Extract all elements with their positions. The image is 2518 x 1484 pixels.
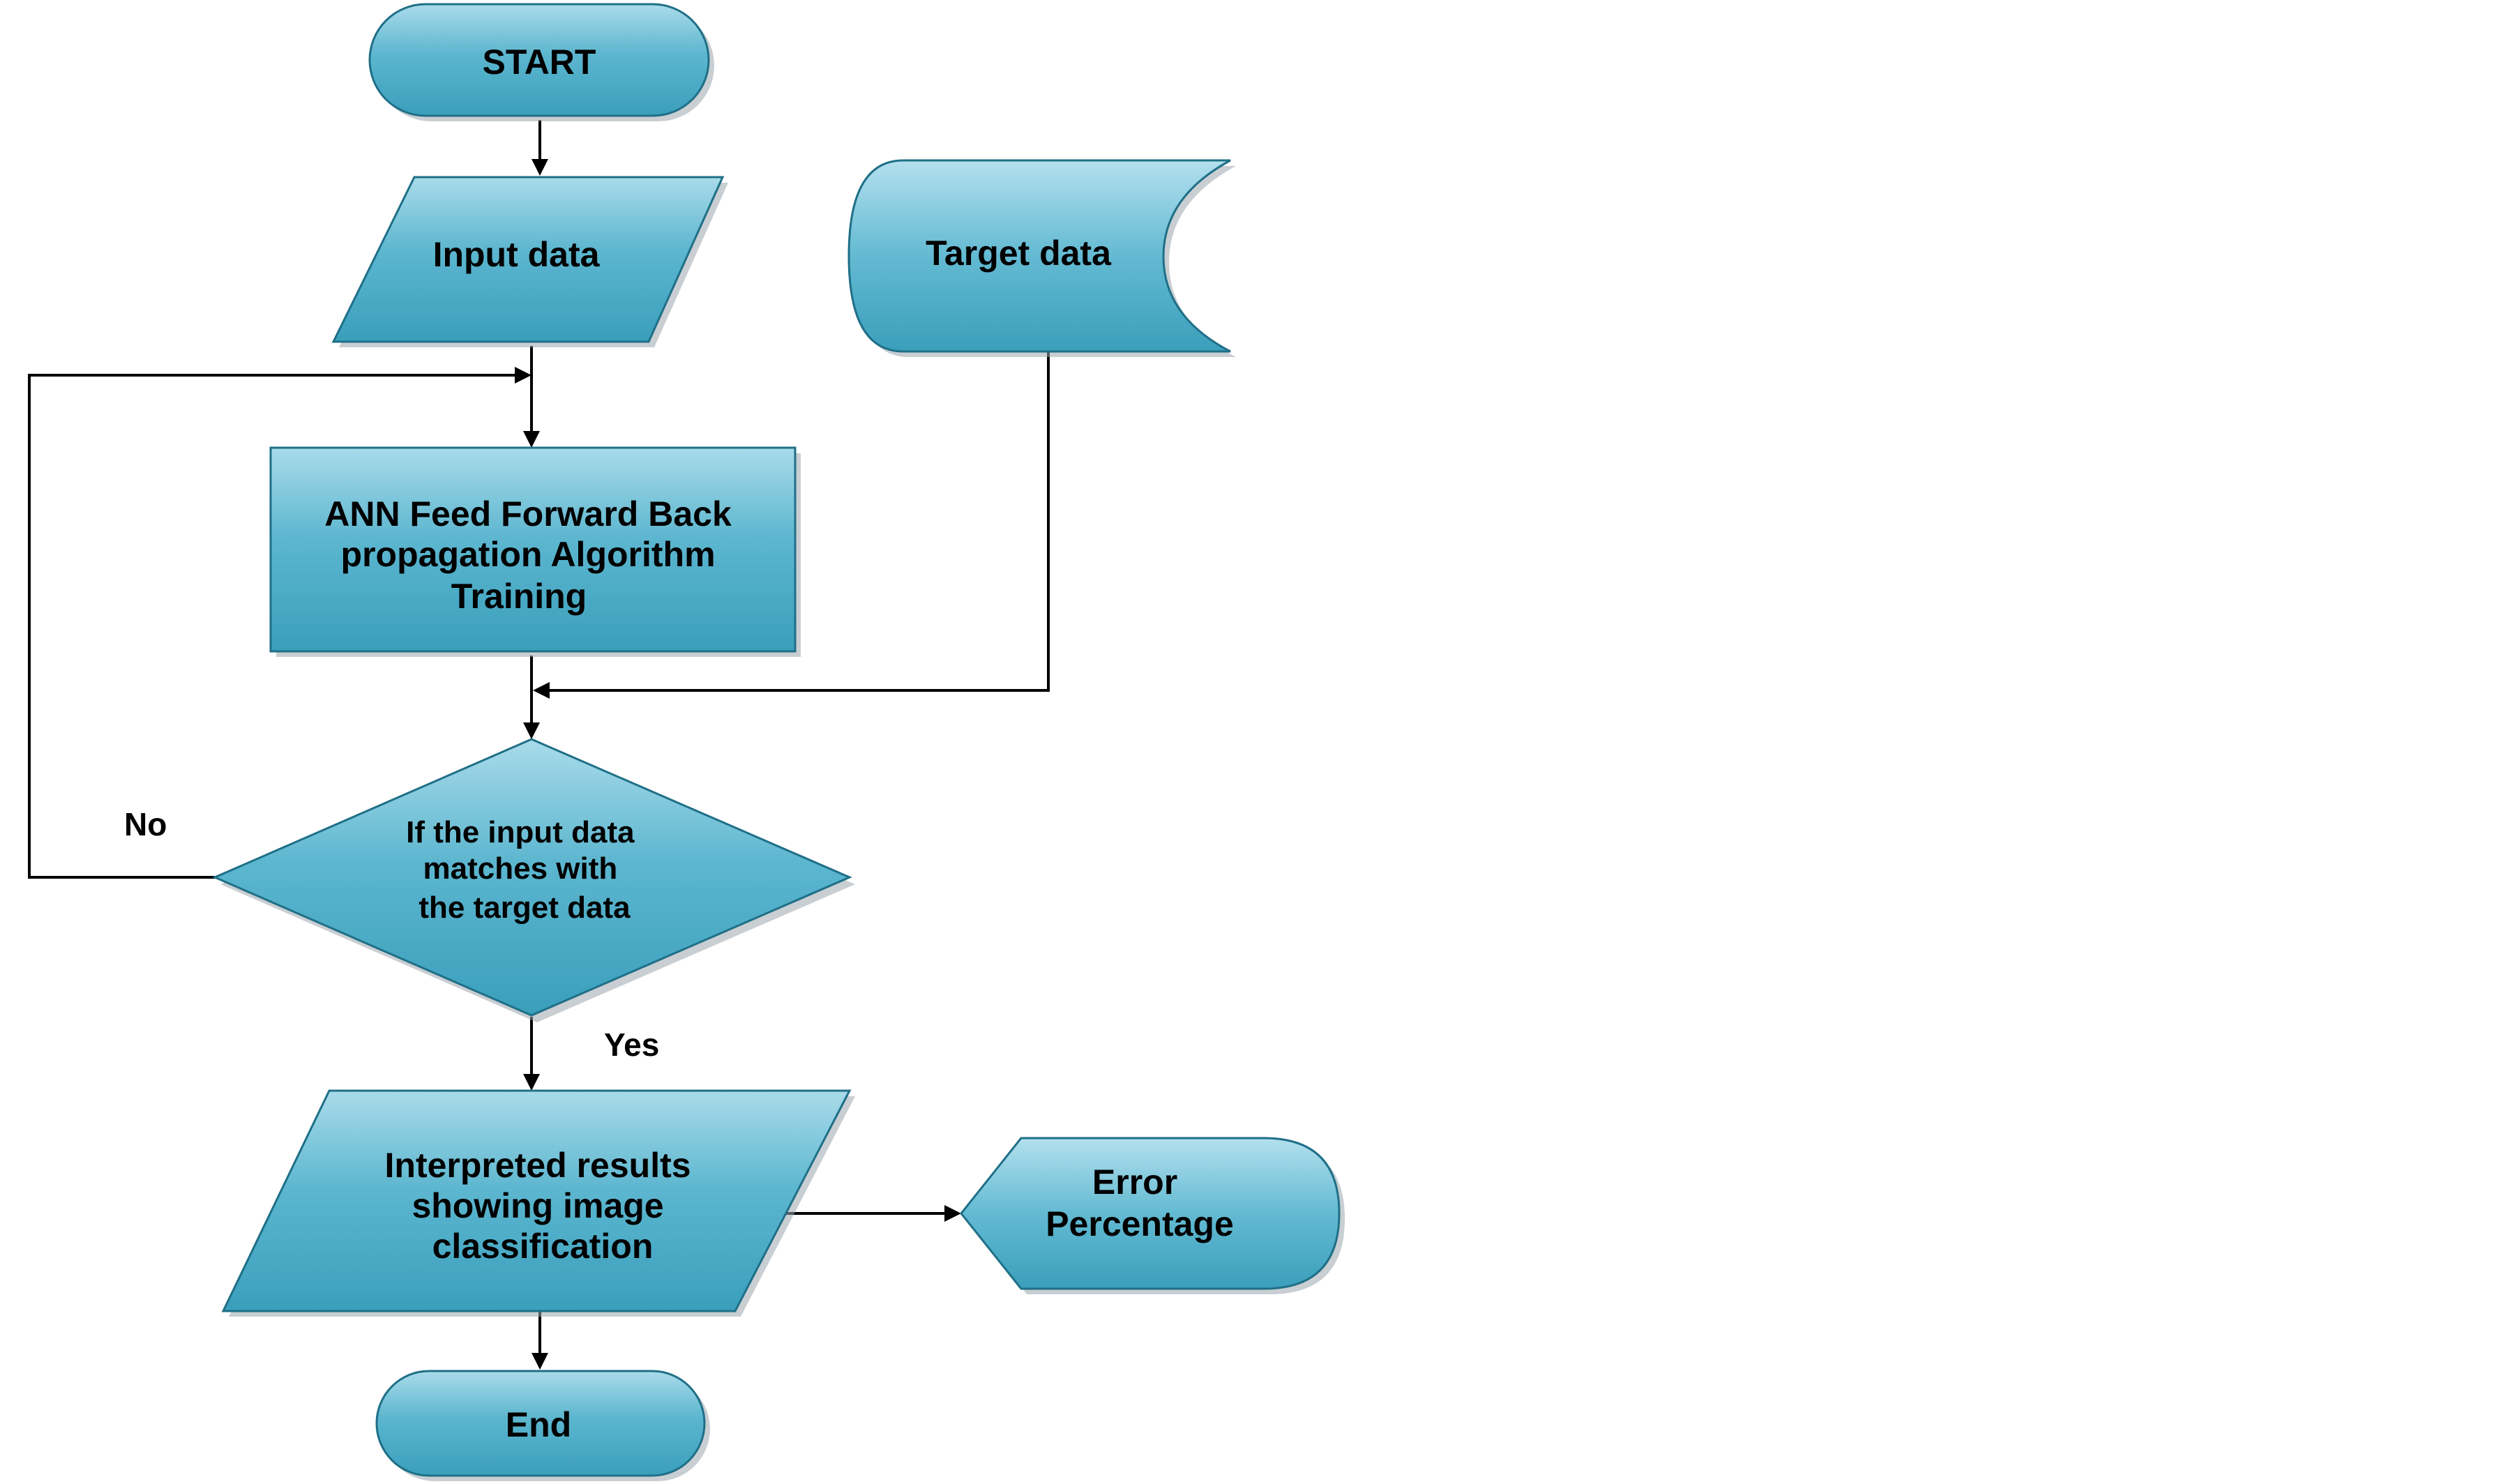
end-node: End (375, 1370, 710, 1481)
edge-no-loop (28, 374, 518, 879)
target-data-label: Target data (926, 234, 1112, 273)
arrowhead (523, 1074, 540, 1091)
results-label: Interpreted results showing image classi… (385, 1146, 701, 1266)
ann-training-line-1: ANN Feed Forward Back (324, 494, 732, 533)
arrowhead (523, 431, 540, 448)
decision-label: If the input data matches with the targe… (406, 815, 643, 925)
end-label: End (506, 1405, 571, 1444)
arrowhead (532, 1353, 548, 1370)
arrowhead (523, 722, 540, 739)
ann-training-node: ANN Feed Forward Back propagation Algori… (269, 446, 801, 657)
target-data-node: Target data (847, 159, 1236, 357)
start-label: START (483, 43, 596, 82)
decision-line-3: the target data (419, 891, 631, 925)
error-label: Error Percentage (1046, 1163, 1234, 1243)
input-data-label: Input data (433, 235, 601, 274)
arrowhead (944, 1205, 961, 1222)
results-line-1: Interpreted results (385, 1146, 691, 1185)
yes-label: Yes (604, 1027, 659, 1063)
error-node: Error Percentage (960, 1137, 1345, 1294)
ann-training-label: ANN Feed Forward Back propagation Algori… (324, 494, 741, 616)
arrowhead (515, 367, 532, 384)
results-line-3: classification (432, 1227, 654, 1266)
start-node: START (368, 3, 714, 121)
input-data-node: Input data (331, 176, 728, 347)
arrowhead (532, 159, 548, 176)
decision-node: If the input data matches with the targe… (212, 738, 855, 1022)
no-label: No (124, 806, 167, 842)
error-line-2: Percentage (1046, 1204, 1234, 1243)
ann-training-line-3: Training (451, 577, 587, 616)
decision-line-1: If the input data (406, 815, 635, 849)
edge-target-to-decision (547, 349, 1050, 692)
arrowhead (533, 682, 550, 699)
results-line-2: showing image (412, 1186, 663, 1225)
results-node: Interpreted results showing image classi… (221, 1089, 855, 1317)
ann-training-line-2: propagation Algorithm (341, 535, 716, 574)
connectors (28, 120, 1050, 1370)
decision-line-2: matches with (423, 851, 618, 886)
error-line-1: Error (1092, 1163, 1177, 1202)
